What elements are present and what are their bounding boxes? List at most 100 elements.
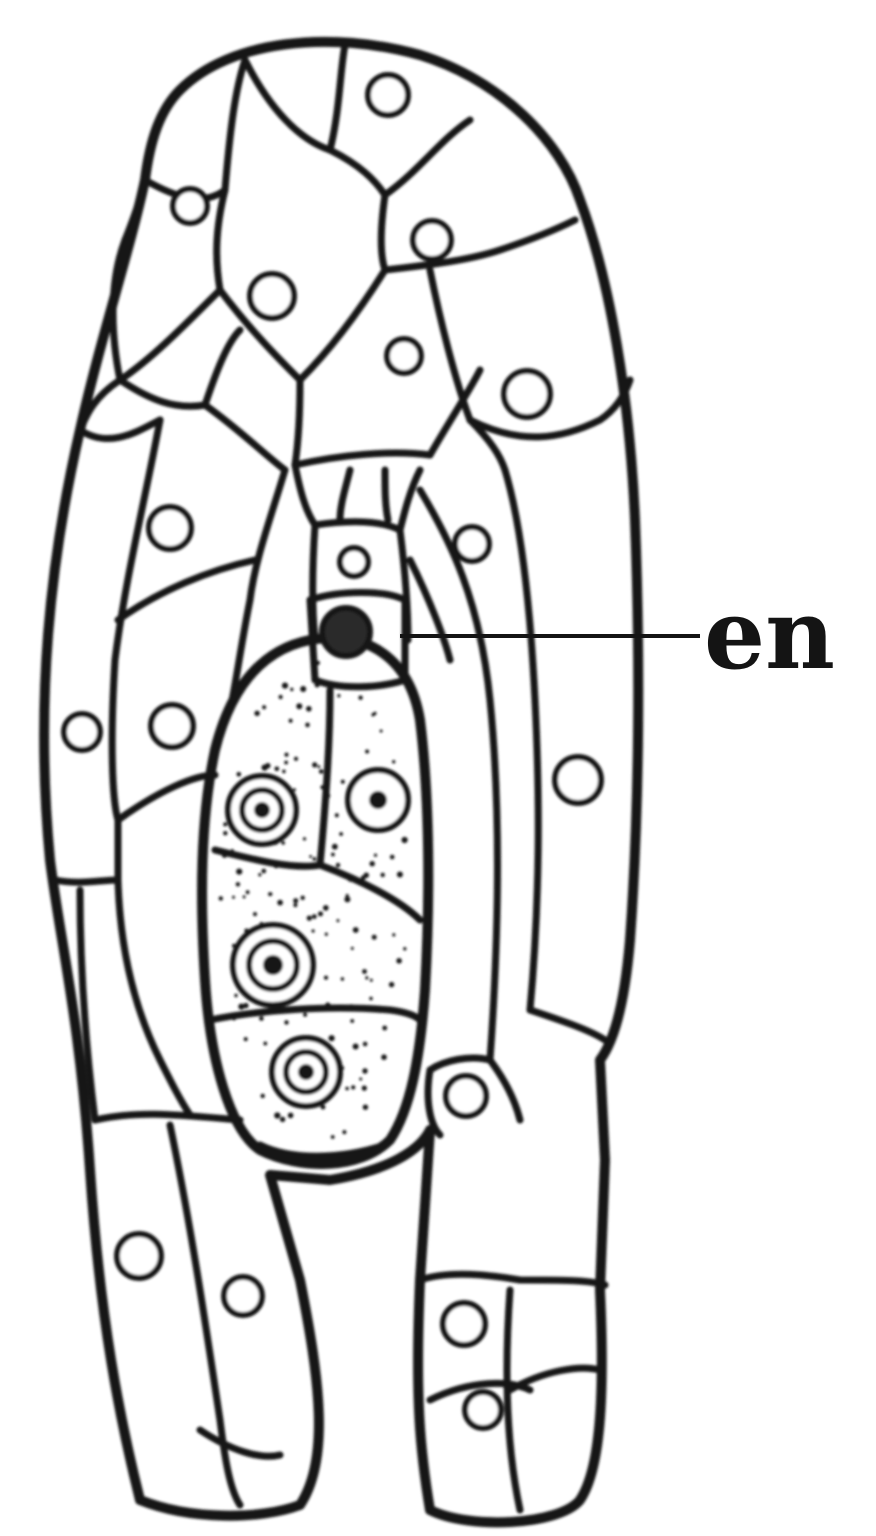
cell-wall	[95, 1114, 240, 1120]
cell-wall	[245, 60, 330, 150]
stipple-dot	[236, 882, 240, 886]
stipple-dot	[282, 770, 286, 774]
cell-wall	[340, 470, 350, 520]
stipple-dot	[370, 1006, 376, 1012]
stipple-dot	[301, 896, 305, 900]
cell-wall	[295, 465, 315, 525]
stipple-dot	[261, 1011, 266, 1016]
cell-wall	[295, 453, 430, 465]
stipple-dot	[306, 706, 312, 712]
stipple-dot	[300, 686, 306, 692]
cell-wall	[120, 290, 220, 380]
stipple-dot	[350, 1019, 354, 1023]
stipple-dot	[254, 711, 259, 716]
stipple-dot	[319, 769, 324, 774]
stipple-dot	[258, 873, 261, 876]
stipple-dot	[324, 793, 330, 799]
cell-wall	[505, 470, 538, 1010]
stipple-dot	[332, 844, 338, 850]
cell-wall	[225, 60, 245, 190]
stipple-dot	[381, 1054, 387, 1060]
stipple-dot	[243, 895, 246, 898]
label-en: en	[704, 578, 835, 691]
stipple-dot	[253, 912, 257, 916]
stipple-dot	[351, 1085, 355, 1089]
stipple-dot	[237, 772, 242, 777]
stipple-dot	[374, 854, 377, 857]
stipple-dot	[362, 1068, 367, 1073]
stipple-dot	[320, 785, 324, 789]
stipple-dot	[342, 1130, 346, 1134]
stipple-dot	[323, 905, 329, 911]
cell-wall	[430, 270, 470, 420]
sac-partition	[320, 690, 330, 865]
stipple-dot	[382, 1026, 387, 1031]
stipple-dot	[280, 1117, 285, 1122]
cell-wall	[400, 470, 420, 530]
stipple-dot	[381, 873, 385, 877]
stipple-dot	[362, 969, 367, 974]
stipple-dot	[275, 767, 280, 772]
stipple-dot	[263, 1042, 267, 1046]
stipple-dot	[250, 856, 255, 861]
stipple-dot	[392, 760, 395, 763]
stipple-dot	[293, 898, 298, 903]
stipple-dot	[296, 703, 302, 709]
stipple-dot	[307, 916, 312, 921]
sac-nucleus-4	[272, 1038, 340, 1106]
stipple-dot	[259, 1016, 264, 1021]
cell-wall	[295, 380, 300, 465]
stipple-dot	[331, 853, 335, 857]
stipple-dot	[262, 705, 266, 709]
stipple-dot	[312, 929, 315, 932]
stipple-dot	[361, 875, 366, 880]
stipple-dot	[345, 1087, 349, 1091]
stipple-dot	[351, 947, 354, 950]
stipple-dot	[390, 855, 395, 860]
stipple-dot	[402, 837, 408, 843]
sac-partition	[320, 865, 420, 920]
cell-wall	[80, 420, 160, 439]
stipple-dot	[313, 857, 317, 861]
cell-nuclei	[64, 75, 601, 1428]
stipple-dot	[369, 997, 373, 1001]
stipple-dot	[284, 761, 288, 765]
stipple-dot	[326, 752, 331, 757]
stipple-dot	[222, 853, 227, 858]
stipple-dot	[339, 832, 343, 836]
stipple-dot	[232, 896, 235, 899]
en-nucleus	[322, 608, 370, 656]
stipple-dot	[380, 730, 383, 733]
stipple-dot	[281, 841, 285, 845]
stipple-dot	[372, 935, 377, 940]
stipple-dot	[335, 813, 339, 817]
stipple-dot	[370, 861, 375, 866]
stipple-dot	[318, 911, 323, 916]
stipple-dot	[329, 1035, 335, 1041]
cell-wall	[430, 1058, 490, 1070]
stipple-dot	[358, 696, 362, 700]
cell-wall	[410, 560, 450, 660]
stipple-dot	[284, 1020, 288, 1024]
stipple-dot	[325, 933, 328, 936]
stipple-dot	[336, 919, 339, 922]
stipple-dot	[288, 1113, 294, 1119]
cell-wall	[420, 1274, 605, 1285]
cell-wall	[300, 270, 385, 380]
stipple-dot	[363, 1105, 368, 1110]
stipple-dot	[331, 1135, 335, 1139]
stipple-dot	[284, 753, 288, 757]
stipple-dot	[312, 762, 317, 767]
stipple-dot	[261, 1094, 265, 1098]
stipple-dot	[274, 861, 280, 867]
stipple-dot	[236, 869, 242, 875]
sac-nucleus-2	[348, 770, 408, 830]
stipple-dot	[373, 712, 376, 715]
stipple-dot	[309, 855, 312, 858]
stipple-dot	[370, 979, 373, 982]
stipple-dot	[348, 876, 354, 882]
stipple-dot	[232, 1017, 235, 1020]
cell-wall	[420, 490, 498, 1060]
stipple-dot	[244, 1037, 248, 1041]
